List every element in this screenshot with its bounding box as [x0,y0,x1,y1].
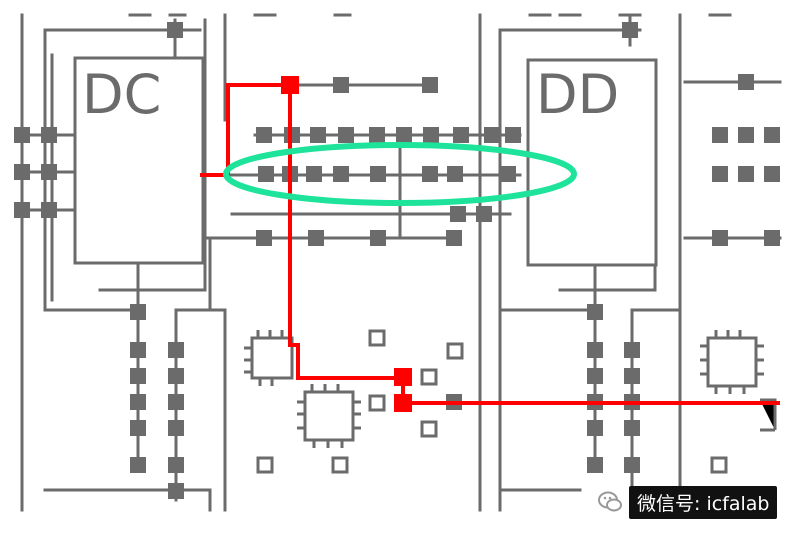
via-markers [14,22,780,499]
wechat-watermark: 微信号: icfalab [597,484,780,520]
small-cells [250,336,758,442]
block-dc-label: DC [82,63,161,126]
block-dc [73,56,205,265]
small-cell-pins [244,330,777,448]
block-dd [526,58,658,267]
red-net-vias [281,76,412,412]
block-dd-label: DD [536,63,619,126]
selection-ellipse [223,142,577,206]
watermark-text: 微信号: icfalab [629,485,778,519]
hollow-pads [256,329,728,474]
wechat-icon [598,491,622,512]
